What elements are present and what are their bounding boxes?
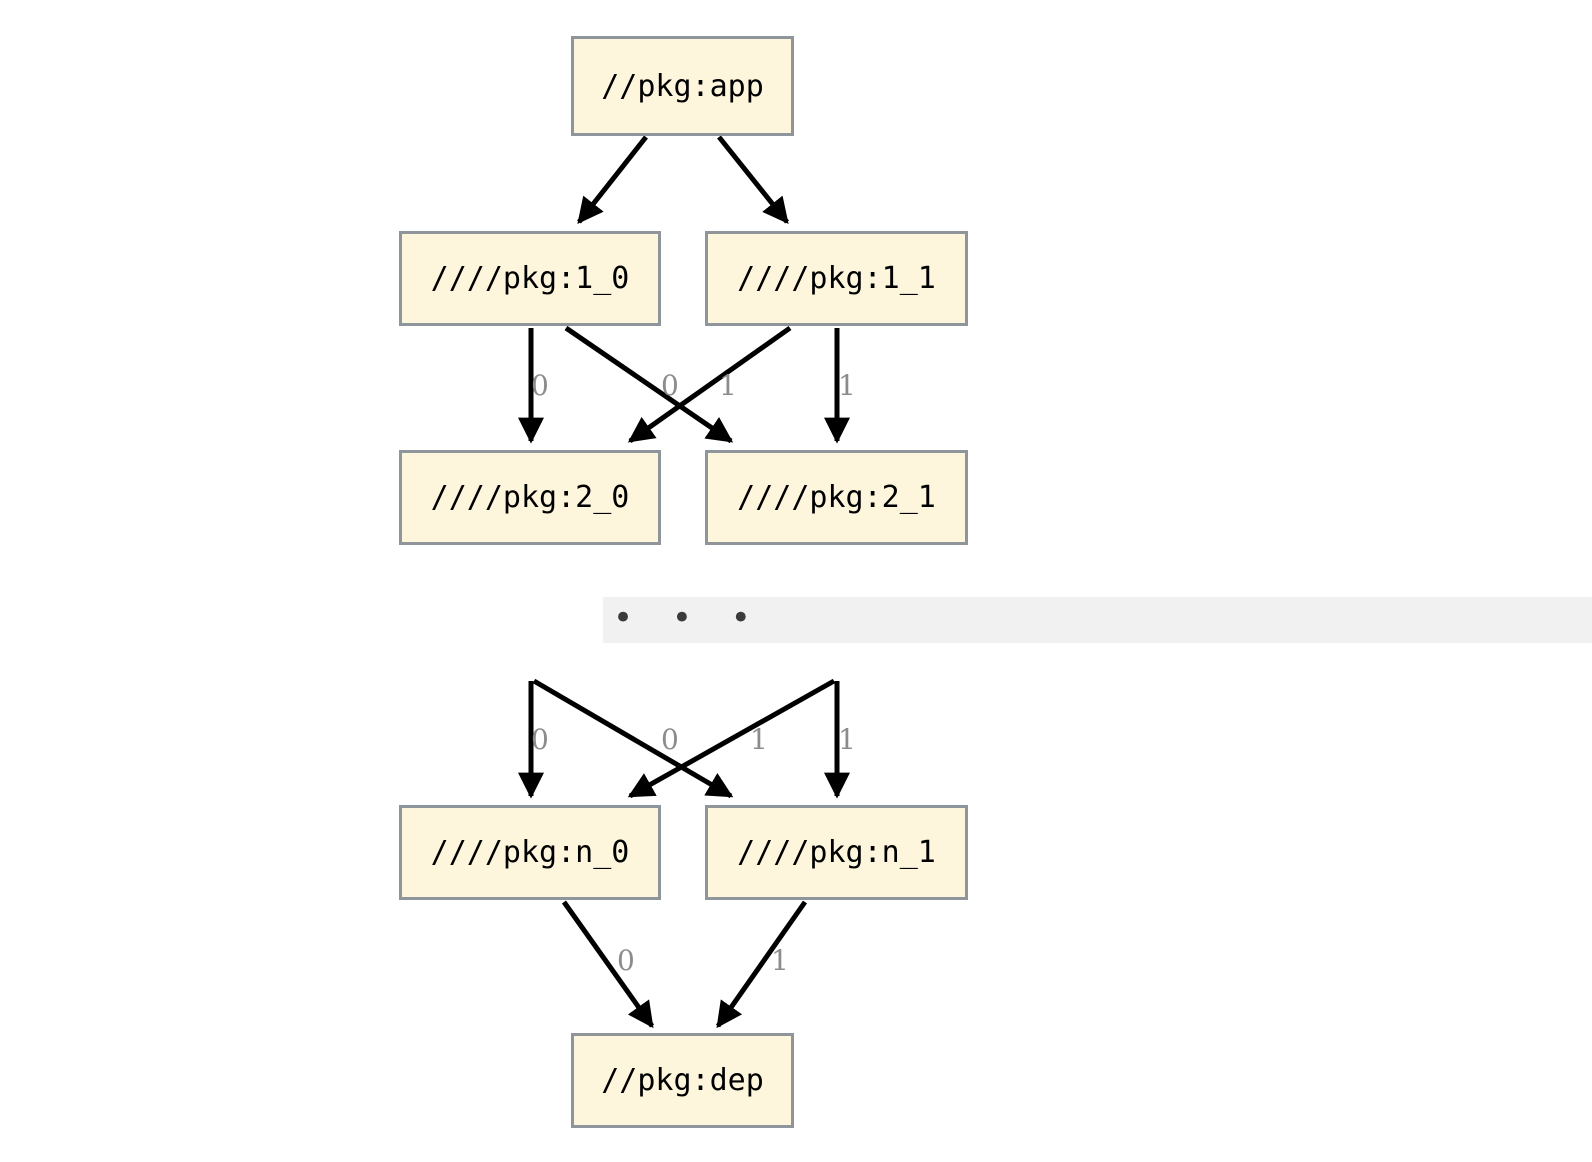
node-pkg-2_0[interactable]: ////pkg:2_0 [399, 450, 661, 545]
edge-upper-to-n_1-cross [532, 678, 734, 799]
edge-app-to-1_0 [577, 135, 648, 225]
edge-1_0-to-2_1 [564, 325, 734, 444]
node-pkg-n_0[interactable]: ////pkg:n_0 [399, 805, 661, 900]
node-pkg-2_0-label: ////pkg:2_0 [430, 480, 630, 515]
edge-label-1_1-2_1: 1 [838, 369, 856, 402]
node-pkg-1_1[interactable]: ////pkg:1_1 [705, 231, 968, 326]
edge-app-to-1_1 [717, 135, 789, 225]
node-pkg-2_1[interactable]: ////pkg:2_1 [705, 450, 968, 545]
edge-n_1-to-dep [715, 900, 808, 1029]
edge-n_0-to-dep [561, 900, 655, 1029]
edge-label-n_0-dep: 0 [617, 944, 635, 977]
node-app[interactable]: //pkg:app [571, 36, 794, 136]
node-pkg-n_1[interactable]: ////pkg:n_1 [705, 805, 968, 900]
edge-label-1_0-2_1: 0 [661, 369, 679, 402]
node-dep-label: //pkg:dep [601, 1063, 764, 1098]
node-dep[interactable]: //pkg:dep [571, 1033, 794, 1128]
edge-label-1_0-2_0: 0 [531, 369, 549, 402]
node-pkg-1_0[interactable]: ////pkg:1_0 [399, 231, 661, 326]
edge-label-n_1-dep: 1 [771, 944, 789, 977]
edge-label-upper-n_1-straight: 1 [838, 723, 856, 756]
node-pkg-1_1-label: ////pkg:1_1 [737, 261, 936, 296]
node-pkg-n_0-label: ////pkg:n_0 [430, 835, 630, 870]
edge-label-upper-n_0-cross: 1 [750, 723, 768, 756]
node-app-label: //pkg:app [601, 68, 764, 104]
graph-truncation-band: • • • [603, 597, 1592, 643]
edge-label-upper-n_1-cross: 0 [661, 723, 679, 756]
edge-label-upper-n_0-straight: 0 [531, 723, 549, 756]
ellipsis-dots: • • • [613, 598, 765, 638]
node-pkg-1_0-label: ////pkg:1_0 [430, 261, 630, 296]
edge-1_1-to-2_0 [627, 325, 792, 444]
node-pkg-2_1-label: ////pkg:2_1 [737, 480, 936, 515]
edge-label-1_1-2_0: 1 [719, 369, 737, 402]
node-pkg-n_1-label: ////pkg:n_1 [737, 835, 936, 870]
